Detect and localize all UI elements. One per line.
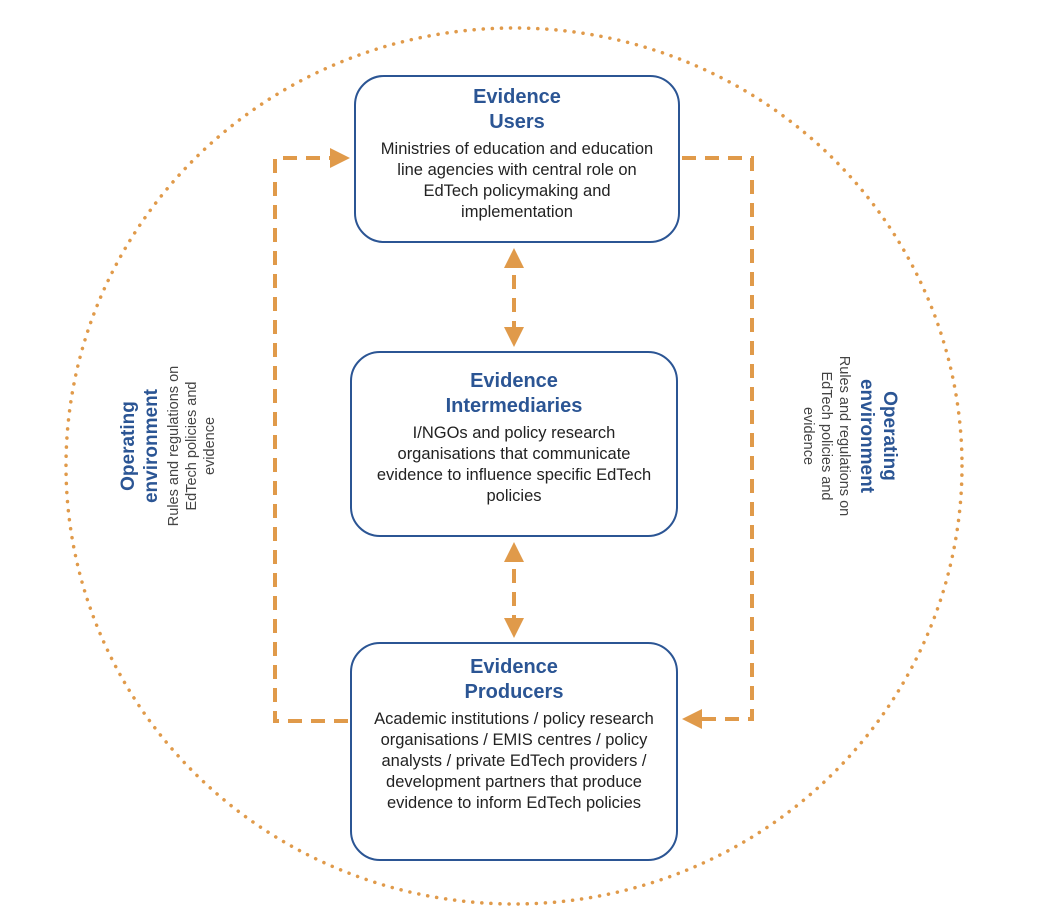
operating-environment-left-title: Operating environment (118, 388, 162, 504)
arrow-users-to-producers (682, 156, 754, 729)
evidence-producers-description: Academic institutions / policy research … (374, 710, 654, 812)
evidence-users-box: Evidence Users Ministries of education a… (354, 75, 680, 243)
operating-environment-left-description: Rules and regulations on EdTech policies… (166, 365, 218, 527)
operating-environment-right-title: Operating environment (856, 378, 900, 494)
evidence-users-description: Ministries of education and education li… (380, 140, 654, 221)
evidence-intermediaries-description: I/NGOs and policy research organisations… (376, 424, 652, 505)
evidence-producers-box: Evidence Producers Academic institutions… (350, 642, 678, 861)
evidence-intermediaries-box: Evidence Intermediaries I/NGOs and polic… (350, 351, 678, 537)
arrow-producers-to-users (273, 148, 350, 723)
evidence-producers-title: Evidence Producers (464, 656, 564, 703)
evidence-users-title: Evidence Users (473, 86, 561, 133)
operating-environment-right-description: Rules and regulations on EdTech policies… (800, 355, 852, 517)
operating-environment-circle (64, 26, 964, 906)
evidence-intermediaries-title: Evidence Intermediaries (445, 370, 583, 417)
operating-environment-right-label: Operating environment Rules and regulati… (799, 316, 901, 556)
operating-environment-left-label: Operating environment Rules and regulati… (117, 326, 219, 566)
